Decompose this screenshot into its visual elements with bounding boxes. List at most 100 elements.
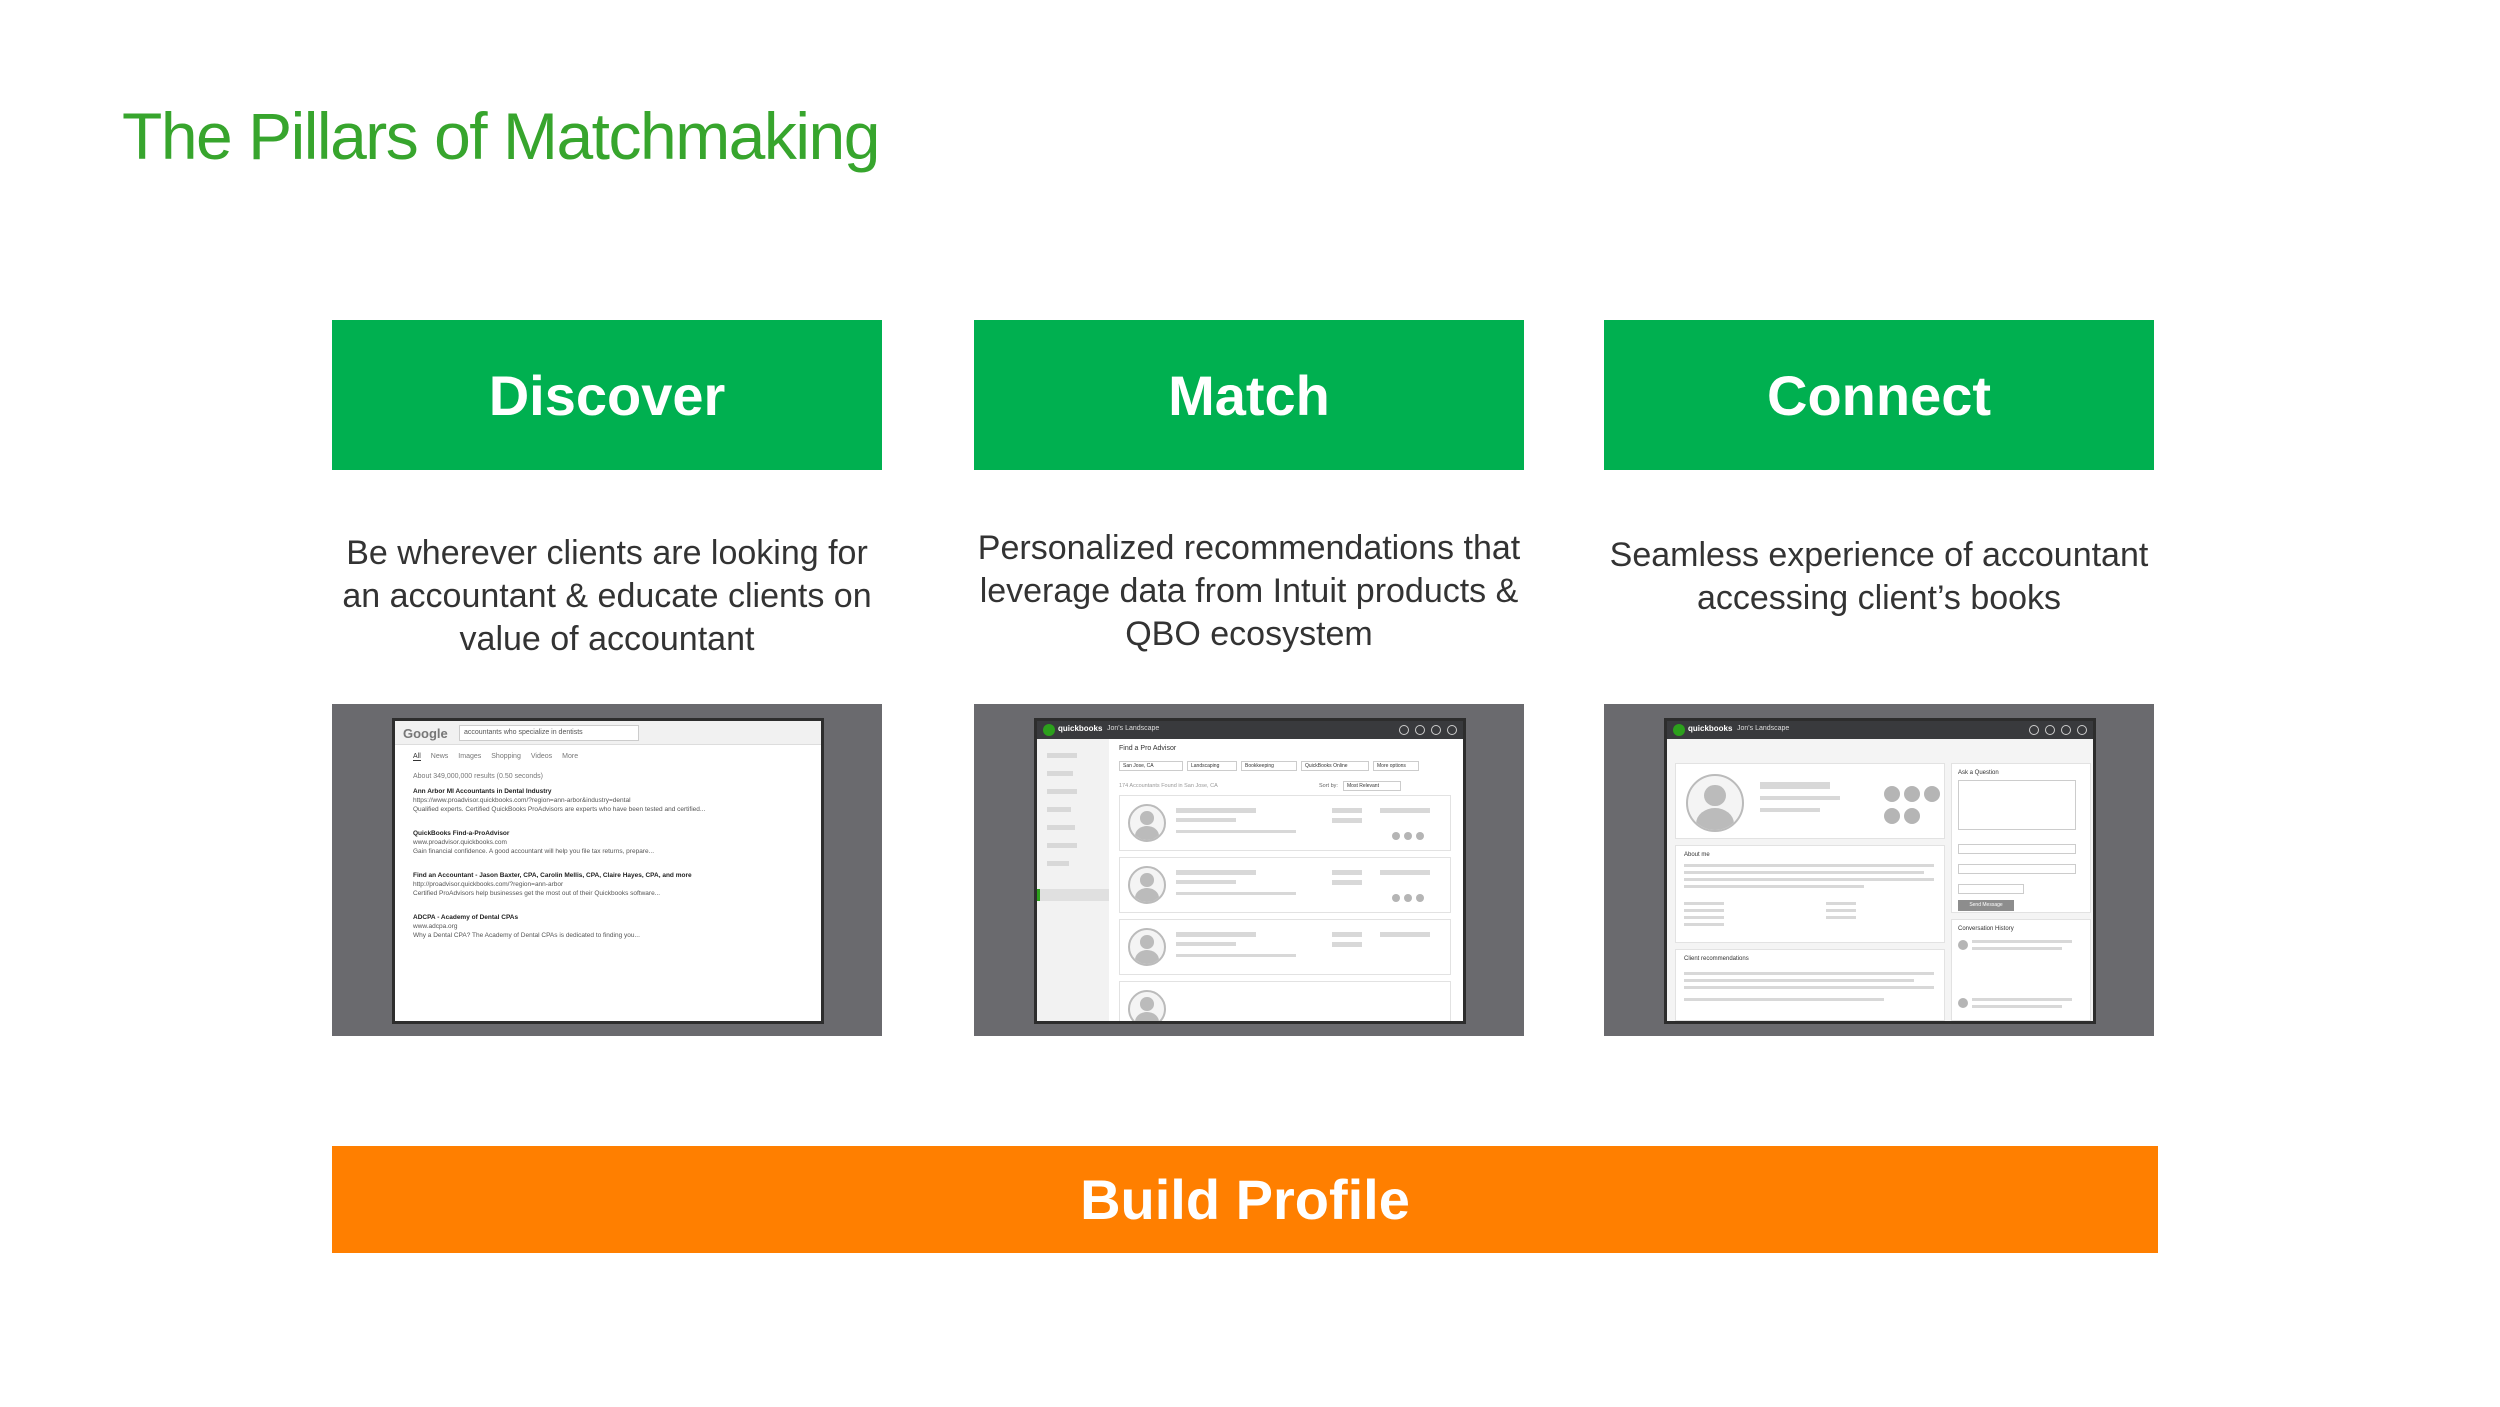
avatar-icon — [1128, 804, 1166, 842]
search-icon[interactable] — [2045, 725, 2055, 735]
google-result-title[interactable]: QuickBooks Find-a-ProAdvisor — [413, 830, 510, 837]
google-tabs: All News Images Shopping Videos More — [413, 753, 578, 761]
plus-icon[interactable] — [1399, 725, 1409, 735]
placeholder-line — [1380, 870, 1430, 875]
google-tab[interactable]: News — [430, 753, 449, 760]
certification-badge-icon — [1884, 808, 1900, 824]
search-icon[interactable] — [1415, 725, 1425, 735]
question-textarea[interactable] — [1958, 780, 2076, 830]
connect-screenshot: quickbooks Jon's Landscape About me — [1604, 704, 2154, 1036]
placeholder-line — [1176, 818, 1236, 822]
gear-icon[interactable] — [1431, 725, 1441, 735]
placeholder-line — [1760, 796, 1840, 800]
discover-header: Discover — [332, 320, 882, 470]
advisor-card[interactable] — [1119, 795, 1451, 851]
match-heading: Find a Pro Advisor — [1119, 745, 1177, 752]
placeholder-line — [1684, 998, 1884, 1001]
advisor-card[interactable] — [1119, 857, 1451, 913]
google-tab[interactable]: Images — [458, 753, 482, 760]
filter-dropdown[interactable]: Landscaping — [1187, 761, 1237, 771]
name-field[interactable] — [1958, 844, 2076, 854]
sidebar-item[interactable] — [1047, 789, 1077, 794]
rating-dot — [1416, 894, 1424, 902]
phone-field[interactable] — [1958, 884, 2024, 894]
about-heading: About me — [1684, 852, 1710, 858]
placeholder-line — [1332, 870, 1362, 875]
placeholder-line — [1826, 909, 1856, 912]
sidebar-item[interactable] — [1047, 861, 1069, 866]
placeholder-line — [1176, 870, 1256, 875]
recommendations-heading: Client recommendations — [1684, 956, 1749, 962]
google-tab[interactable]: All — [413, 753, 421, 761]
advisor-card[interactable] — [1119, 981, 1451, 1021]
filter-dropdown[interactable]: Bookkeeping — [1241, 761, 1297, 771]
rating-dot — [1404, 832, 1412, 840]
sidebar-item[interactable] — [1047, 807, 1071, 812]
about-card: About me — [1675, 845, 1945, 943]
placeholder-line — [1176, 954, 1296, 957]
help-icon[interactable] — [2077, 725, 2087, 735]
gear-icon[interactable] — [2061, 725, 2071, 735]
qb-top-bar: quickbooks Jon's Landscape — [1037, 721, 1463, 739]
placeholder-line — [1380, 808, 1430, 813]
sort-dropdown[interactable]: Most Relevant — [1343, 781, 1401, 791]
placeholder-line — [1332, 932, 1362, 937]
recommendations-card: Client recommendations — [1675, 949, 1945, 1021]
match-description: Personalized recommendations that levera… — [977, 529, 1521, 653]
sidebar-item[interactable] — [1047, 771, 1073, 776]
google-result[interactable]: ADCPA - Academy of Dental CPAs www.adcpa… — [413, 913, 813, 940]
sidebar-item[interactable] — [1047, 753, 1077, 758]
send-message-button[interactable]: Send Message — [1958, 900, 2014, 911]
placeholder-line — [1684, 923, 1724, 926]
quickbooks-logo-icon — [1043, 724, 1055, 736]
filter-dropdown[interactable]: QuickBooks Online — [1301, 761, 1369, 771]
google-result-url: www.proadvisor.quickbooks.com — [413, 839, 507, 846]
qb-brand: quickbooks — [1688, 724, 1733, 733]
google-result-title[interactable]: Find an Accountant - Jason Baxter, CPA, … — [413, 872, 692, 879]
placeholder-line — [1684, 902, 1724, 905]
placeholder-line — [1332, 808, 1362, 813]
google-result-title[interactable]: ADCPA - Academy of Dental CPAs — [413, 914, 519, 921]
qb-sidebar — [1037, 739, 1109, 1021]
google-result-count: About 349,000,000 results (0.50 seconds) — [413, 773, 543, 780]
quickbooks-match-mock: quickbooks Jon's Landscape Find a Pro Ad… — [1034, 718, 1466, 1024]
certification-badge-icon — [1884, 786, 1900, 802]
avatar-icon — [1128, 990, 1166, 1021]
google-result[interactable]: Ann Arbor MI Accountants in Dental Indus… — [413, 787, 813, 814]
placeholder-line — [1760, 782, 1830, 789]
google-result-url: http://proadvisor.quickbooks.com/?region… — [413, 881, 564, 888]
google-tab[interactable]: Shopping — [491, 753, 521, 760]
google-tab[interactable]: More — [562, 753, 579, 760]
avatar-icon — [1958, 940, 1968, 950]
sidebar-item[interactable] — [1047, 825, 1075, 830]
filter-dropdown[interactable]: San Jose, CA — [1119, 761, 1183, 771]
google-result[interactable]: QuickBooks Find-a-ProAdvisor www.proadvi… — [413, 829, 813, 856]
placeholder-line — [1380, 932, 1430, 937]
qb-toolbar-icons — [1399, 725, 1457, 735]
google-search-input[interactable]: accountants who specialize in dentists — [459, 725, 639, 741]
placeholder-line — [1826, 902, 1856, 905]
google-result-title[interactable]: Ann Arbor MI Accountants in Dental Indus… — [413, 788, 552, 795]
plus-icon[interactable] — [2029, 725, 2039, 735]
google-logo: Google — [403, 726, 448, 741]
sidebar-active-item[interactable] — [1037, 889, 1109, 901]
filter-dropdown[interactable]: More options — [1373, 761, 1419, 771]
advisor-card[interactable] — [1119, 919, 1451, 975]
placeholder-line — [1176, 892, 1296, 895]
avatar-icon — [1128, 928, 1166, 966]
placeholder-line — [1684, 878, 1934, 881]
email-field[interactable] — [1958, 864, 2076, 874]
placeholder-line — [1684, 871, 1924, 874]
google-tab[interactable]: Videos — [530, 753, 553, 760]
google-result[interactable]: Find an Accountant - Jason Baxter, CPA, … — [413, 871, 813, 898]
placeholder-line — [1684, 972, 1934, 975]
conversation-history-card: Conversation History — [1951, 919, 2091, 1021]
help-icon[interactable] — [1447, 725, 1457, 735]
sidebar-item[interactable] — [1047, 843, 1077, 848]
placeholder-line — [1332, 818, 1362, 823]
placeholder-line — [1972, 940, 2072, 943]
match-screenshot: quickbooks Jon's Landscape Find a Pro Ad… — [974, 704, 1524, 1036]
placeholder-line — [1760, 808, 1820, 812]
avatar-icon — [1686, 774, 1744, 832]
ask-heading: Ask a Question — [1958, 770, 1999, 776]
